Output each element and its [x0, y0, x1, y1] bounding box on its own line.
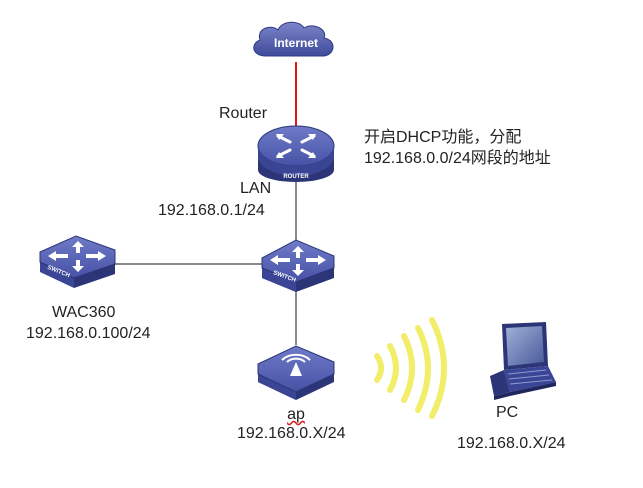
- laptop-pc-icon: [490, 322, 556, 400]
- router-device-text: ROUTER: [283, 174, 309, 180]
- router-title: Router: [219, 105, 268, 122]
- internet-cloud-icon: Internet: [253, 21, 334, 57]
- lan-ip-label: 192.168.0.1/24: [158, 202, 265, 219]
- wac360-switch-icon: SWITCH: [39, 235, 116, 288]
- pc-ip-label: 192.168.0.X/24: [457, 435, 566, 452]
- dhcp-note-line1: 开启DHCP功能，分配: [364, 129, 522, 146]
- ap-name-text: ap: [287, 406, 305, 423]
- wireless-signal-icon: [374, 317, 447, 419]
- ap-name-label: ap: [276, 405, 316, 425]
- pc-name-label: PC: [496, 404, 519, 421]
- router-icon: ROUTER: [257, 125, 335, 182]
- wac360-ip-label: 192.168.0.100/24: [26, 325, 151, 342]
- ap-ip-label: 192.168.0.X/24: [237, 425, 346, 442]
- lan-label: LAN: [240, 180, 272, 197]
- wac360-name-label: WAC360: [52, 304, 116, 321]
- dhcp-note-line2: 192.168.0.0/24网段的地址: [364, 150, 551, 167]
- internet-label: Internet: [274, 36, 318, 50]
- core-switch-icon: SWITCH: [261, 239, 335, 292]
- access-point-icon: [257, 345, 335, 400]
